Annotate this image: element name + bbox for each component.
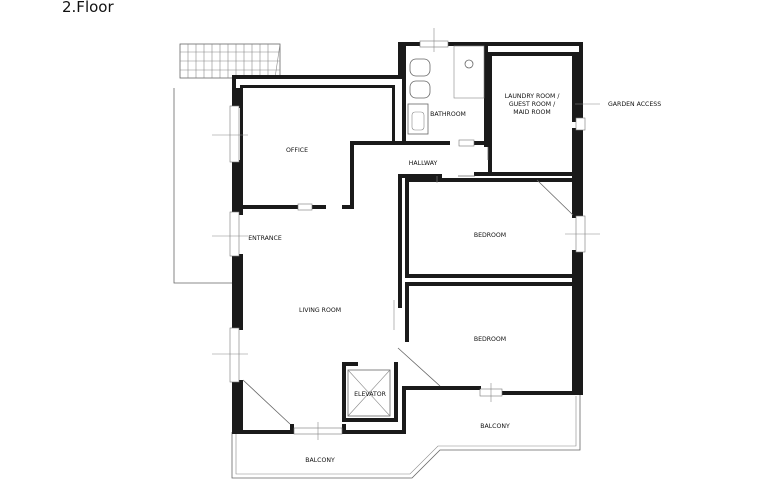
interior-walls <box>240 42 573 422</box>
elevator-shaft <box>347 369 391 417</box>
label-laundry-line2: GUEST ROOM / <box>509 101 556 108</box>
balcony-outline <box>231 392 581 479</box>
bathroom-fixtures <box>407 45 485 135</box>
label-balcony-right: BALCONY <box>480 423 510 430</box>
label-balcony-bottom: BALCONY <box>305 457 335 464</box>
label-elevator: ELEVATOR <box>354 391 387 398</box>
axis-markers <box>212 28 600 440</box>
room-labels: OFFICE BATHROOM LAUNDRY ROOM / GUEST ROO… <box>248 93 661 464</box>
stairs <box>179 43 281 79</box>
terrace-outline <box>173 88 232 284</box>
exterior-walls <box>232 42 583 434</box>
label-office: OFFICE <box>286 147 308 154</box>
label-living-room: LIVING ROOM <box>299 307 341 314</box>
label-laundry-line1: LAUNDRY ROOM / <box>505 93 561 100</box>
label-bathroom: BATHROOM <box>430 111 466 118</box>
floor-title: 2.Floor <box>62 0 114 16</box>
label-entrance: ENTRANCE <box>248 235 282 242</box>
label-hallway: HALLWAY <box>409 160 438 167</box>
label-bedroom-lower: BEDROOM <box>474 336 506 343</box>
label-bedroom-upper: BEDROOM <box>474 232 506 239</box>
label-laundry-line3: MAID ROOM <box>513 109 551 116</box>
door-swings <box>242 147 574 425</box>
label-garden-access: GARDEN ACCESS <box>608 101 661 108</box>
